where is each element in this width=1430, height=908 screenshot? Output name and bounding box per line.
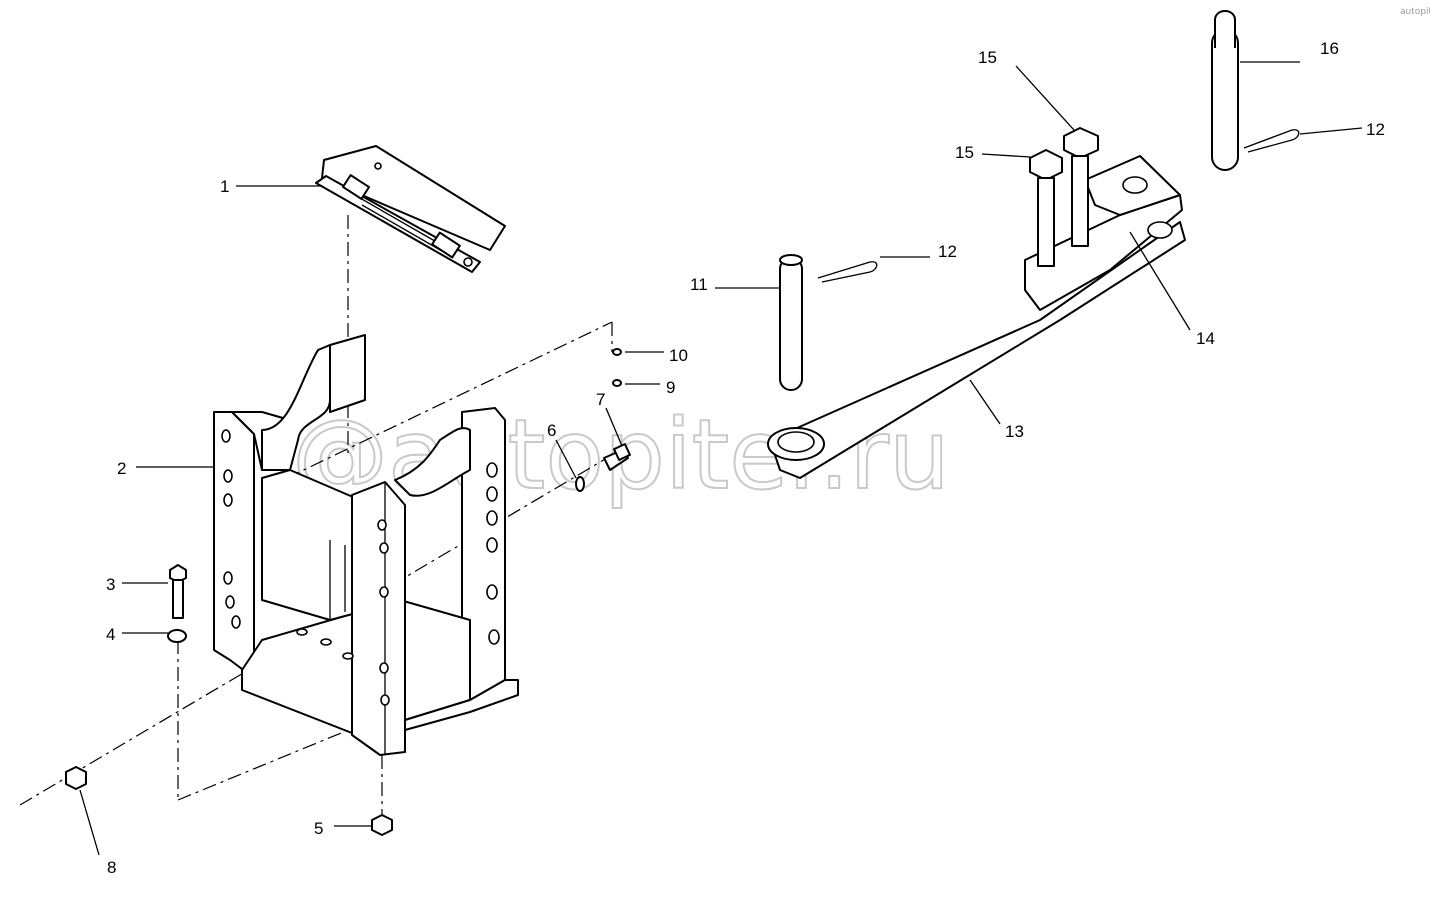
callout-7: 7 <box>596 390 605 409</box>
callout-1: 1 <box>220 177 229 196</box>
callout-12-left: 12 <box>938 242 957 261</box>
callout-8: 8 <box>107 858 116 877</box>
part-7-grease-fitting <box>603 443 631 471</box>
callout-16: 16 <box>1320 39 1339 58</box>
part-15-bolt <box>1029 127 1099 267</box>
part-11-pin <box>779 254 803 391</box>
part-6-retaining-ring <box>575 476 585 492</box>
part-14-clevis-plate <box>1024 155 1183 311</box>
part-9-clip <box>612 379 622 387</box>
callout-5: 5 <box>314 819 323 838</box>
part-4-washer <box>167 629 187 643</box>
part-5-nut <box>371 814 393 836</box>
part-2-hitch-frame <box>213 334 519 756</box>
callout-6: 6 <box>547 421 556 440</box>
callout-9: 9 <box>666 378 675 397</box>
callout-10: 10 <box>669 346 688 365</box>
callout-2: 2 <box>117 459 126 478</box>
callout-13: 13 <box>1005 422 1024 441</box>
callout-labels: 1 2 3 4 5 6 7 8 9 10 11 12 12 13 14 15 1… <box>106 39 1385 877</box>
callout-14: 14 <box>1196 329 1215 348</box>
corner-mark: autopiter.ru <box>1400 7 1430 17</box>
part-3-bolt <box>169 564 187 619</box>
part-16-lynch-pin <box>1211 10 1239 171</box>
callout-12-right: 12 <box>1366 120 1385 139</box>
callout-11: 11 <box>690 275 708 294</box>
part-12-cotter-pin <box>817 129 1300 283</box>
callout-15-upper: 15 <box>978 48 997 67</box>
part-13-drawbar <box>767 221 1186 479</box>
callout-15-lower: 15 <box>955 143 974 162</box>
part-1-spring-latch-plate <box>315 145 506 273</box>
part-10-clip <box>612 348 622 356</box>
leader-lines <box>79 61 1363 856</box>
callout-4: 4 <box>106 625 115 644</box>
callout-3: 3 <box>106 575 115 594</box>
part-8-nut <box>65 766 87 790</box>
